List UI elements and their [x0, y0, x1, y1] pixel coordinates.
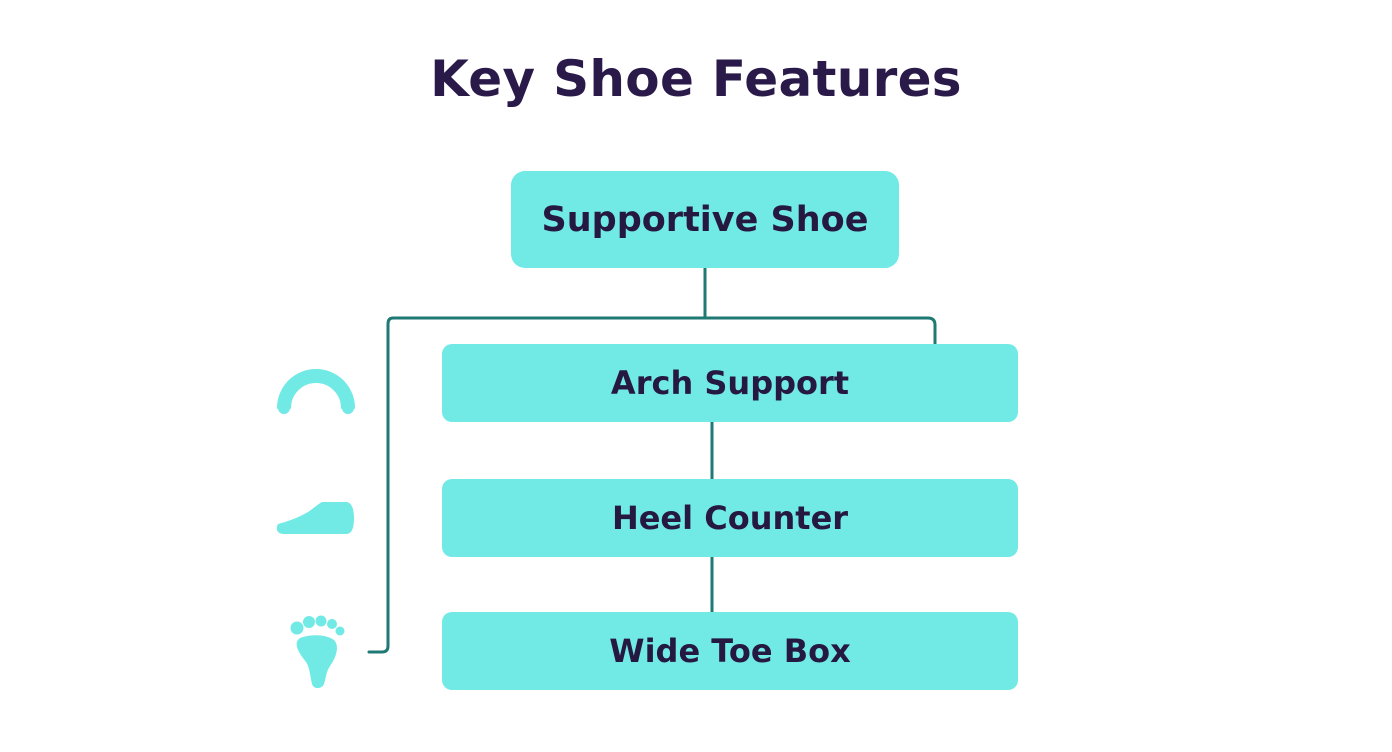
root-node-supportive-shoe: Supportive Shoe [511, 171, 899, 268]
feature-node-heel-counter: Heel Counter [442, 479, 1018, 557]
branch-horizontal-line [391, 316, 937, 346]
shoe-icon [276, 502, 354, 534]
feature-node-wide-toe-box: Wide Toe Box [442, 612, 1018, 690]
footprint-icon [290, 615, 345, 689]
feature-node-label: Arch Support [610, 364, 850, 402]
feature-node-arch-support: Arch Support [442, 344, 1018, 422]
left-trunk-line [367, 316, 395, 654]
feature-node-label: Wide Toe Box [609, 632, 851, 670]
arch-icon [277, 369, 355, 414]
diagram-title: Key Shoe Features [430, 50, 962, 108]
feature-node-label: Heel Counter [611, 499, 849, 537]
root-node-label: Supportive Shoe [541, 199, 869, 240]
